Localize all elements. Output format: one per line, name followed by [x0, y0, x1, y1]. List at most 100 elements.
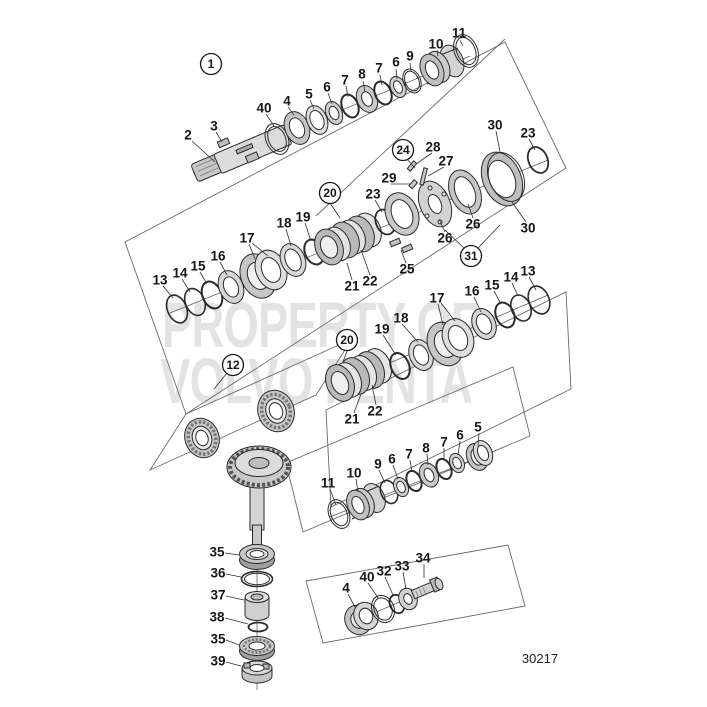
part-hub-assembly [374, 146, 550, 254]
part-key [216, 137, 231, 149]
group-number-circled-label: 31 [459, 244, 483, 268]
part-number-label: 21 [344, 279, 360, 294]
part-number-label: 22 [362, 274, 377, 289]
part-pin-28 [406, 160, 418, 172]
part-number-label: 23 [365, 187, 381, 202]
group-number-circled-label: 20 [318, 181, 342, 205]
part-number-label: 29 [381, 171, 396, 186]
group-number-circled-label: 20 [335, 328, 359, 352]
part-row-output [327, 440, 494, 529]
part-number-label: 33 [394, 559, 410, 574]
part-number-label: 40 [256, 101, 271, 116]
part-key2 [244, 151, 260, 164]
part-number-label: 6 [392, 55, 400, 70]
part-bolt-34 [410, 576, 444, 600]
group-number-circled-label: 1 [199, 52, 223, 76]
leader-lines [162, 39, 537, 667]
part-number-label: 18 [276, 216, 292, 231]
svg-text:24: 24 [396, 143, 410, 157]
part-number-label: 32 [376, 564, 391, 579]
part-number-label: 19 [374, 322, 389, 337]
part-number-label: 17 [239, 231, 254, 246]
part-pin-29 [408, 178, 419, 190]
part-number-label: 10 [346, 466, 361, 481]
part-number-label: 38 [209, 610, 225, 625]
box-small-parts-group [305, 544, 526, 644]
group-number-circled-label: 24 [391, 138, 415, 162]
svg-text:20: 20 [340, 333, 354, 347]
part-number-label: 7 [405, 447, 413, 462]
part-number-label: 25 [399, 262, 415, 277]
part-number-label: 4 [283, 94, 291, 109]
part-row-clutch1-rings [165, 238, 325, 324]
part-number-label: 7 [341, 73, 349, 88]
part-number-label: 3 [210, 119, 218, 134]
part-number-label: 9 [374, 457, 382, 472]
part-number-label: 30 [487, 118, 502, 133]
part-number-label: 14 [503, 270, 519, 285]
part-row-clutch2-rings [389, 285, 551, 380]
part-number-label: 21 [344, 412, 360, 427]
part-number-label: 15 [190, 259, 206, 274]
part-number-label: 16 [210, 249, 226, 264]
part-number-label: 7 [375, 61, 383, 76]
part-number-label: 11 [452, 26, 467, 41]
part-number-label: 26 [437, 231, 453, 246]
part-number-label: 40 [359, 570, 374, 585]
part-taper-bearing-2 [257, 389, 295, 433]
box-clutch-hub-group [124, 41, 567, 415]
part-number-label: 19 [295, 210, 310, 225]
part-number-label: 8 [422, 441, 430, 456]
part-number-label: 2 [184, 128, 192, 143]
part-number-label: 5 [305, 87, 313, 102]
svg-text:1: 1 [208, 57, 215, 71]
part-pinion-stack [239, 544, 275, 684]
part-number-label: 11 [321, 476, 336, 491]
part-number-label: 5 [474, 420, 482, 435]
box-output-row-group [285, 366, 531, 533]
part-small-group [344, 576, 444, 636]
part-number-label: 23 [520, 126, 536, 141]
group-number-labels: 1 20 24 31 12 20 [199, 52, 483, 377]
group-outline-boxes [124, 38, 572, 644]
part-clutch-pack1 [314, 212, 382, 266]
part-number-label: 13 [152, 273, 168, 288]
drawing-number: 30217 [522, 651, 558, 666]
part-number-label: 8 [358, 67, 366, 82]
part-input-shaft [191, 124, 292, 182]
part-number-label: 17 [429, 291, 444, 306]
group-number-circled-label: 12 [221, 353, 245, 377]
box-shaft-group [315, 38, 506, 217]
part-number-label: 35 [209, 545, 225, 560]
part-number-label: 10 [428, 37, 443, 52]
part-number-label: 36 [210, 566, 226, 581]
part-number-label: 6 [323, 80, 331, 95]
part-taper-bearing-1 [184, 417, 220, 459]
part-number-label: 39 [210, 654, 225, 669]
part-clutch-drum-top [419, 34, 479, 87]
part-number-label: 16 [464, 284, 480, 299]
part-number-label: 22 [367, 404, 382, 419]
part-number-label: 37 [210, 588, 225, 603]
part-pin-27 [419, 167, 428, 186]
svg-text:20: 20 [323, 186, 337, 200]
part-number-label: 6 [388, 452, 396, 467]
svg-text:12: 12 [226, 358, 240, 372]
part-row-top-rings [264, 68, 422, 155]
part-number-label: 34 [415, 551, 431, 566]
part-number-label: 7 [440, 435, 448, 450]
svg-text:31: 31 [464, 249, 478, 263]
part-number-label: 30 [520, 221, 535, 236]
part-number-label: 14 [172, 266, 188, 281]
part-number-label: 13 [520, 264, 536, 279]
part-number-label: 18 [393, 311, 409, 326]
part-number-label: 15 [484, 278, 500, 293]
part-number-label: 9 [406, 49, 414, 64]
part-number-label: 27 [438, 154, 453, 169]
part-number-label: 35 [210, 632, 226, 647]
part-number-label: 6 [456, 428, 464, 443]
part-number-label: 4 [342, 581, 350, 596]
